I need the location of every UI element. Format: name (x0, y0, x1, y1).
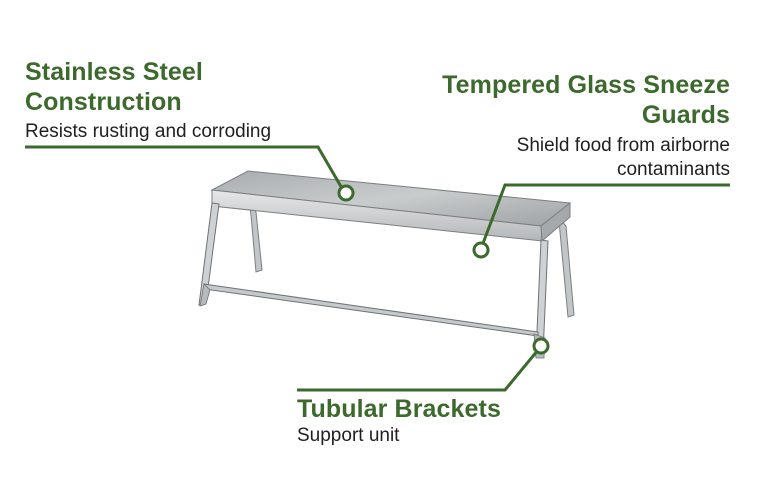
callout-title-glass: Tempered Glass Sneeze Guards (442, 71, 730, 129)
callout-description-glass: Shield food from airborne contaminants (516, 135, 730, 180)
callout-description-steel: Resists rusting and corroding (25, 121, 272, 142)
callout-title-brackets: Tubular Brackets (297, 395, 501, 423)
back-leg-right (558, 216, 575, 318)
callout-description-brackets: Support unit (297, 425, 400, 446)
callout-line-brackets (297, 337, 550, 392)
back-leg-left (248, 201, 263, 273)
callout-line-steel (25, 145, 355, 202)
tubular-bracket-rail (199, 283, 546, 359)
callout-line-glass (472, 183, 730, 259)
shelf (210, 170, 572, 243)
callout-title-steel: Stainless Steel Construction (25, 58, 203, 116)
